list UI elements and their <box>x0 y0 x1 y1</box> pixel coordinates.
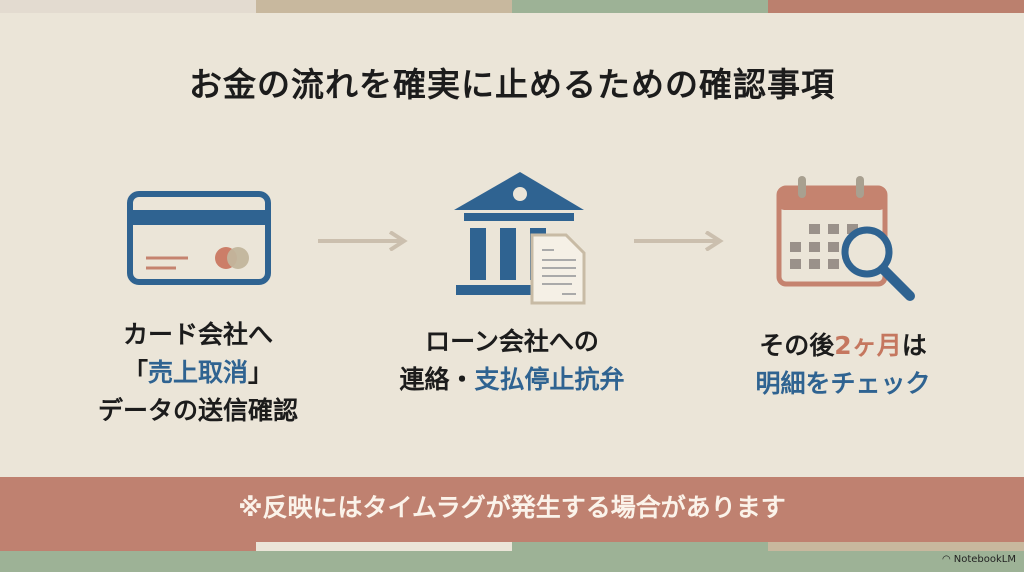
step-2-text: ローン会社への 連絡・支払停止抗弁 <box>382 323 642 399</box>
credit-card-icon <box>127 191 271 285</box>
top-strip-segment <box>256 0 512 13</box>
bottom-strip-segment <box>512 542 768 551</box>
step-2-line: ローン会社への <box>425 327 599 356</box>
notebooklm-logo: ◠NotebookLM <box>942 554 1016 565</box>
plain-text: は <box>901 331 927 360</box>
note-banner: ※反映にはタイムラグが発生する場合があります <box>0 477 1024 542</box>
bank-document-icon <box>454 172 586 305</box>
bottom-strip-segment <box>256 542 512 551</box>
top-strip-segment <box>512 0 768 13</box>
bottom-strip-segment <box>768 542 1024 551</box>
logo-text: NotebookLM <box>953 554 1016 565</box>
step-3-line: 明細をチェック <box>755 369 931 398</box>
step-1-line: データの送信確認 <box>97 396 298 425</box>
bracket-open: 「 <box>122 358 148 387</box>
top-strip-segment <box>768 0 1024 13</box>
bracket-close: 」 <box>248 358 274 387</box>
step-3-text: その後2ヶ月は 明細をチェック <box>723 327 963 403</box>
step-1-line: カード会社へ <box>122 320 273 349</box>
step-3-line: その後2ヶ月は <box>723 327 963 365</box>
footer-bar <box>0 551 1024 572</box>
plain-text: 連絡・ <box>399 365 475 394</box>
step-1-text: カード会社へ 「売上取消」 データの送信確認 <box>78 316 318 430</box>
arrow-right-icon <box>634 231 724 251</box>
step-2-line: 連絡・支払停止抗弁 <box>382 361 642 399</box>
calendar-search-icon <box>776 176 915 301</box>
bottom-strip-segment <box>0 542 256 551</box>
highlight-text: 売上取消 <box>147 358 248 387</box>
step-1-line: 「売上取消」 <box>78 354 318 392</box>
plain-text: その後 <box>759 331 835 360</box>
top-strip-segment <box>0 0 256 13</box>
page-title: お金の流れを確実に止めるための確認事項 <box>189 65 835 104</box>
highlight-text: 2ヶ月 <box>834 331 902 360</box>
highlight-text: 支払停止抗弁 <box>474 365 625 394</box>
notebooklm-icon: ◠ <box>942 554 951 565</box>
arrow-right-icon <box>318 231 408 251</box>
